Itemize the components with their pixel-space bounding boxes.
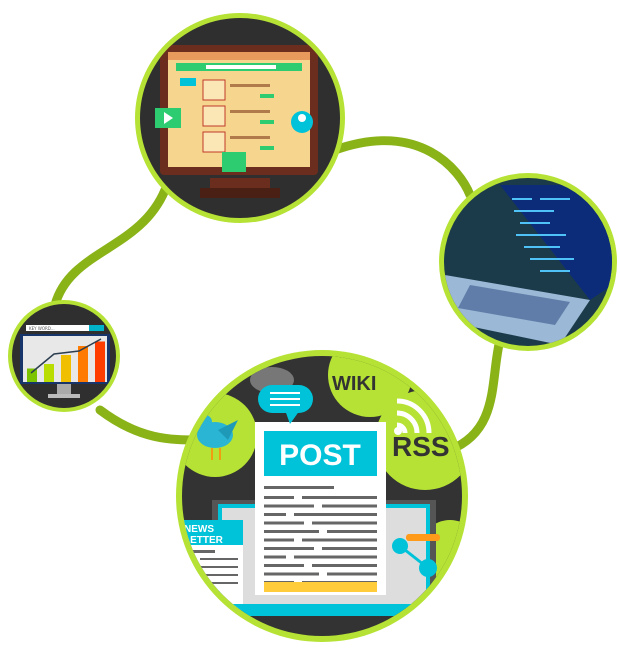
post-text-line [264, 538, 294, 542]
keyword-placeholder: KEY WORD... [29, 326, 55, 331]
rss-icon [396, 398, 432, 434]
website-design-circle [135, 13, 345, 223]
post-text-line [264, 521, 304, 525]
post-text-line [302, 538, 377, 542]
chart-bar [27, 368, 37, 382]
post-text-line [264, 547, 314, 550]
share-icon [392, 538, 437, 577]
connector-path [50, 136, 505, 455]
image-icon [222, 152, 246, 172]
newsletter-title-line2: LETTER [184, 535, 224, 546]
content-marketing-circle: NEWS LETTER WIKI RSS [176, 350, 468, 642]
chart-bar [61, 355, 71, 382]
coding-laptop-circle [439, 173, 617, 351]
post-text-line [322, 547, 377, 550]
post-text-line [264, 504, 314, 508]
post-text-line [264, 486, 334, 489]
post-footer-bar [264, 582, 377, 592]
post-text-line [264, 572, 319, 576]
keyword-search-input [26, 325, 104, 331]
post-text-line [322, 504, 377, 508]
wiki-label: WIKI [332, 373, 376, 395]
chart-bar [95, 341, 105, 382]
post-text-line [294, 513, 377, 516]
newsletter-title-line1: NEWS [184, 524, 214, 535]
post-text-line [264, 496, 294, 499]
post-text-line [327, 572, 377, 576]
bar-chart [27, 341, 105, 382]
chat-bubble-cyan [258, 385, 313, 424]
post-label: POST [279, 439, 361, 472]
post-text-line [312, 521, 377, 525]
post-text-line [264, 555, 286, 559]
post-text-line [264, 564, 304, 567]
post-text-line [312, 564, 377, 567]
post-text-line [294, 555, 377, 559]
pointing-hand-icon [406, 534, 440, 541]
post-text-line [264, 530, 319, 533]
seo-analytics-circle: KEY WORD... [8, 300, 120, 412]
rss-label: RSS [392, 431, 450, 462]
chart-bar [44, 364, 54, 382]
post-text-line [327, 530, 377, 533]
chart-bar [78, 346, 88, 382]
post-text-line [264, 513, 286, 516]
post-text-line [302, 496, 377, 499]
